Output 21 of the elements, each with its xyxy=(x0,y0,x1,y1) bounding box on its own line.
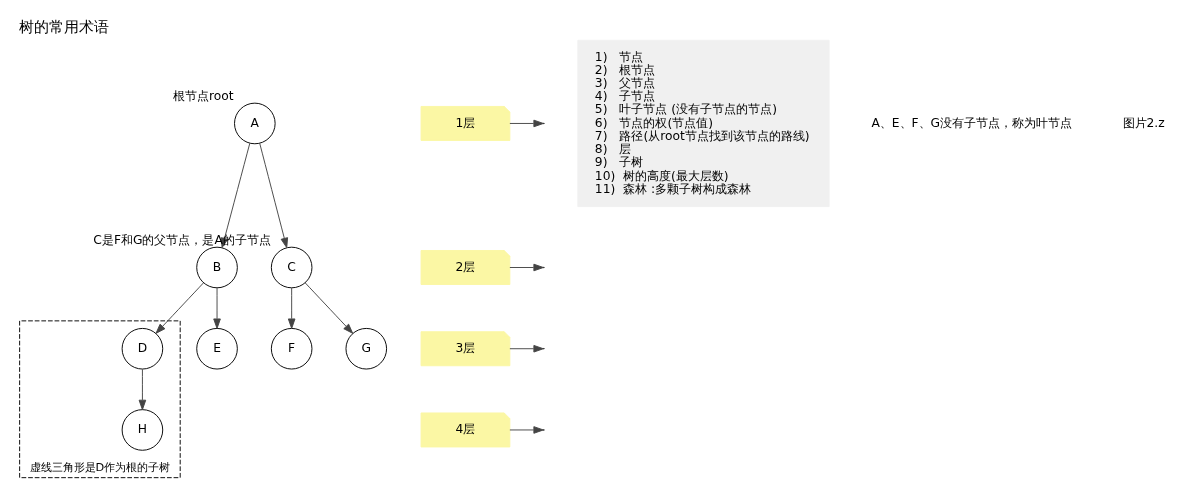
label: 图片2.z xyxy=(1122,115,1165,130)
label: A、E、F、G没有子节点，称为叶节点 xyxy=(871,115,1073,130)
node-circle: A xyxy=(234,102,276,145)
node-circle: C xyxy=(270,246,313,289)
node-circle: H xyxy=(121,409,164,451)
arrow xyxy=(509,344,544,353)
node-label: 根节点root xyxy=(173,88,234,103)
node-circle: G xyxy=(345,327,388,370)
arrow xyxy=(138,368,147,411)
arrow xyxy=(509,426,544,434)
node-circle: F xyxy=(270,327,313,370)
arrow xyxy=(287,287,296,329)
node-label: C是F和G的父节点，是A的子节点 xyxy=(93,232,271,247)
arrow xyxy=(155,282,204,334)
arrow xyxy=(213,287,221,329)
node-circle: E xyxy=(196,327,238,370)
node-circle: B xyxy=(196,246,238,289)
node-circle: D xyxy=(121,327,164,370)
arrow xyxy=(304,282,354,334)
diagram-title: 树的常用术语 xyxy=(19,17,110,36)
arrow xyxy=(259,142,289,249)
